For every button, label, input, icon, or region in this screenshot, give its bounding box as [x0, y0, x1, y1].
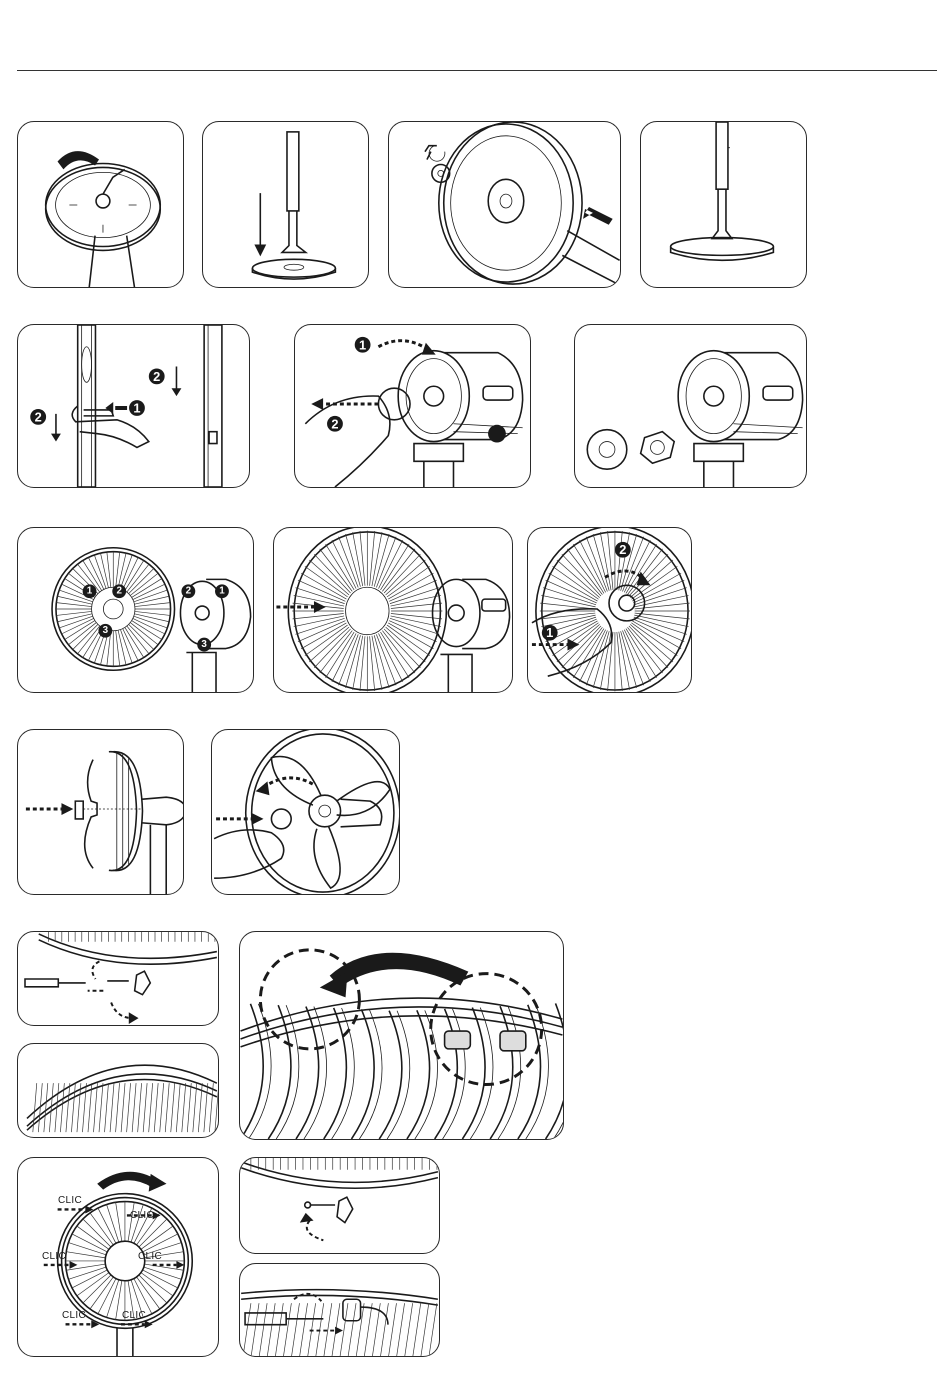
- clic-label-1: CLIC: [58, 1195, 82, 1206]
- svg-text:1: 1: [133, 400, 140, 415]
- highlight-circle-left: [260, 950, 359, 1049]
- panel-rear-grille-lock: 2 1: [527, 527, 692, 693]
- panel-blade-side: [17, 729, 184, 895]
- svg-text:3: 3: [103, 625, 109, 636]
- screwdriver-icon: [25, 979, 58, 987]
- clic-label-3: CLIC: [42, 1251, 66, 1262]
- clic-label-5: CLIC: [62, 1310, 86, 1321]
- grille-spokes: [56, 552, 171, 667]
- rotate-arrow-icon: [97, 1172, 156, 1190]
- svg-text:2: 2: [153, 369, 160, 384]
- step-badge-1: 1: [542, 625, 558, 641]
- step-badge-1-motor: 1: [215, 584, 229, 598]
- push-arrow-icon: [583, 207, 613, 225]
- step-badge-1: 1: [83, 584, 97, 598]
- header-rule: [17, 70, 937, 71]
- panel-clip-screw-insert: [239, 1157, 440, 1254]
- step-badge-2: 2: [112, 584, 126, 598]
- svg-text:1: 1: [359, 337, 366, 352]
- step-badge-2: 2: [615, 542, 631, 558]
- svg-text:1: 1: [87, 586, 93, 597]
- panel-rear-grille-align: 1 2 3 2 1 3: [17, 527, 254, 693]
- highlight-circle-right: [431, 974, 542, 1085]
- clic-label-2: CLIC: [130, 1210, 154, 1221]
- panel-front-grille-clip: CLIC CLIC CLIC CLIC CLIC CLIC: [17, 1157, 219, 1357]
- panel-assembled-stand: [640, 121, 807, 288]
- screw-icon: [432, 164, 450, 182]
- step-badge-2: 2: [327, 416, 343, 432]
- nut-icon: [587, 430, 627, 470]
- panel-nut-removed: [574, 324, 807, 488]
- step-badge-1: 1: [129, 400, 145, 416]
- hex-nut-icon: [641, 432, 675, 464]
- svg-text:1: 1: [546, 625, 553, 640]
- svg-text:2: 2: [619, 542, 626, 557]
- step-badge-2-right: 2: [149, 368, 165, 384]
- step-badge-2-motor: 2: [181, 584, 195, 598]
- panel-base-screw: [17, 121, 184, 288]
- panel-blade-cap: [211, 729, 400, 895]
- panel-grille-screw-top: [17, 931, 219, 1026]
- step-badge-1: 1: [355, 337, 371, 353]
- step-badge-3-motor: 3: [197, 638, 211, 652]
- curved-arrow-icon: [330, 953, 469, 988]
- clic-label-6: CLIC: [122, 1310, 146, 1321]
- panel-remove-nut: 1 2: [294, 324, 531, 488]
- svg-text:2: 2: [35, 409, 42, 424]
- svg-text:3: 3: [201, 639, 207, 650]
- panel-grille-rim: [17, 1043, 219, 1138]
- panel-rear-grille-push: [273, 527, 513, 693]
- panel-pole-extend: 1 2 2: [17, 324, 250, 488]
- svg-text:2: 2: [116, 586, 122, 597]
- clic-label-4: CLIC: [138, 1251, 162, 1262]
- step-badge-3: 3: [98, 624, 112, 638]
- step-badge-2: 2: [30, 409, 46, 425]
- panel-base-plate: [388, 121, 621, 288]
- panel-clip-screw-tighten: [239, 1263, 440, 1357]
- panel-clip-detail: [239, 931, 564, 1140]
- svg-text:1: 1: [219, 586, 225, 597]
- svg-text:2: 2: [331, 416, 338, 431]
- svg-text:2: 2: [186, 586, 192, 597]
- panel-pole-insert: [202, 121, 369, 288]
